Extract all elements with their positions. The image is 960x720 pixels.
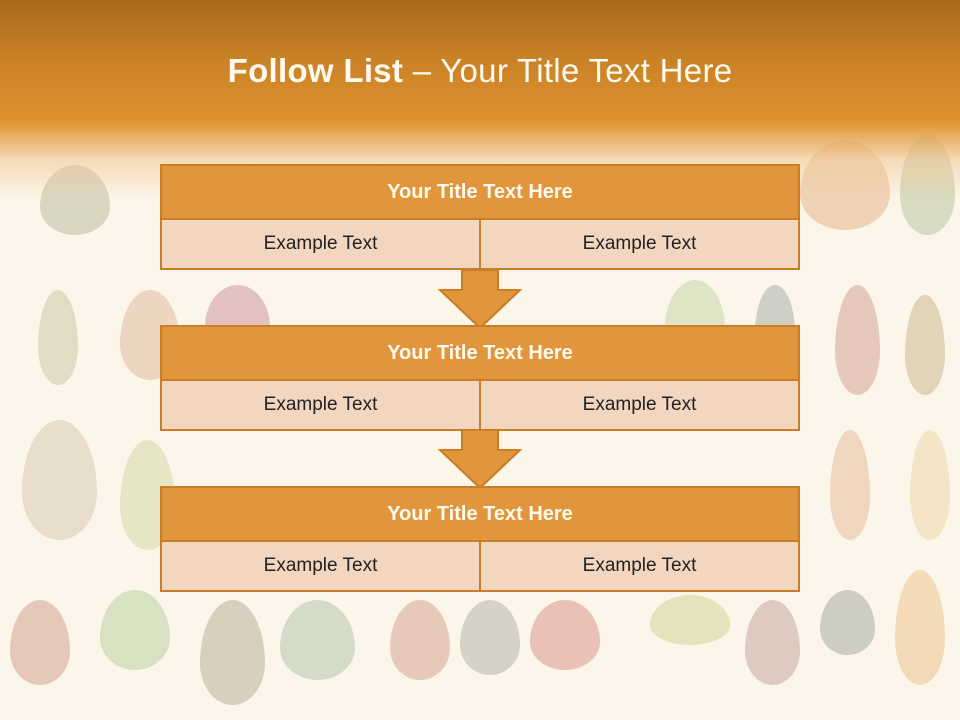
down-arrow-icon: [437, 430, 523, 490]
leaf-icon: [820, 590, 875, 655]
leaf-icon: [905, 295, 945, 395]
leaf-icon: [895, 570, 945, 685]
leaf-icon: [830, 430, 870, 540]
block-title: Your Title Text Here: [160, 486, 800, 542]
block-row: Example Text Example Text: [160, 542, 800, 592]
block-row: Example Text Example Text: [160, 220, 800, 270]
leaf-icon: [910, 430, 950, 540]
title-rest: – Your Title Text Here: [403, 52, 733, 89]
block-cell-left: Example Text: [160, 220, 481, 270]
list-block-2: Your Title Text Here Example Text Exampl…: [160, 325, 800, 431]
block-row: Example Text Example Text: [160, 381, 800, 431]
block-cell-right: Example Text: [481, 542, 800, 592]
leaf-icon: [460, 600, 520, 675]
leaf-icon: [745, 600, 800, 685]
list-block-3: Your Title Text Here Example Text Exampl…: [160, 486, 800, 592]
leaf-icon: [280, 600, 355, 680]
page-title: Follow List – Your Title Text Here: [0, 52, 960, 90]
title-strong: Follow List: [227, 52, 404, 89]
leaf-icon: [10, 600, 70, 685]
leaf-icon: [100, 590, 170, 670]
leaf-icon: [200, 600, 265, 705]
block-cell-right: Example Text: [481, 381, 800, 431]
leaf-icon: [835, 285, 880, 395]
list-block-1: Your Title Text Here Example Text Exampl…: [160, 164, 800, 270]
block-cell-left: Example Text: [160, 381, 481, 431]
block-cell-right: Example Text: [481, 220, 800, 270]
leaf-icon: [38, 290, 78, 385]
leaf-icon: [650, 595, 730, 645]
leaf-icon: [390, 600, 450, 680]
block-title: Your Title Text Here: [160, 164, 800, 220]
block-title: Your Title Text Here: [160, 325, 800, 381]
down-arrow-icon: [437, 270, 523, 330]
block-cell-left: Example Text: [160, 542, 481, 592]
leaf-icon: [22, 420, 97, 540]
leaf-icon: [530, 600, 600, 670]
